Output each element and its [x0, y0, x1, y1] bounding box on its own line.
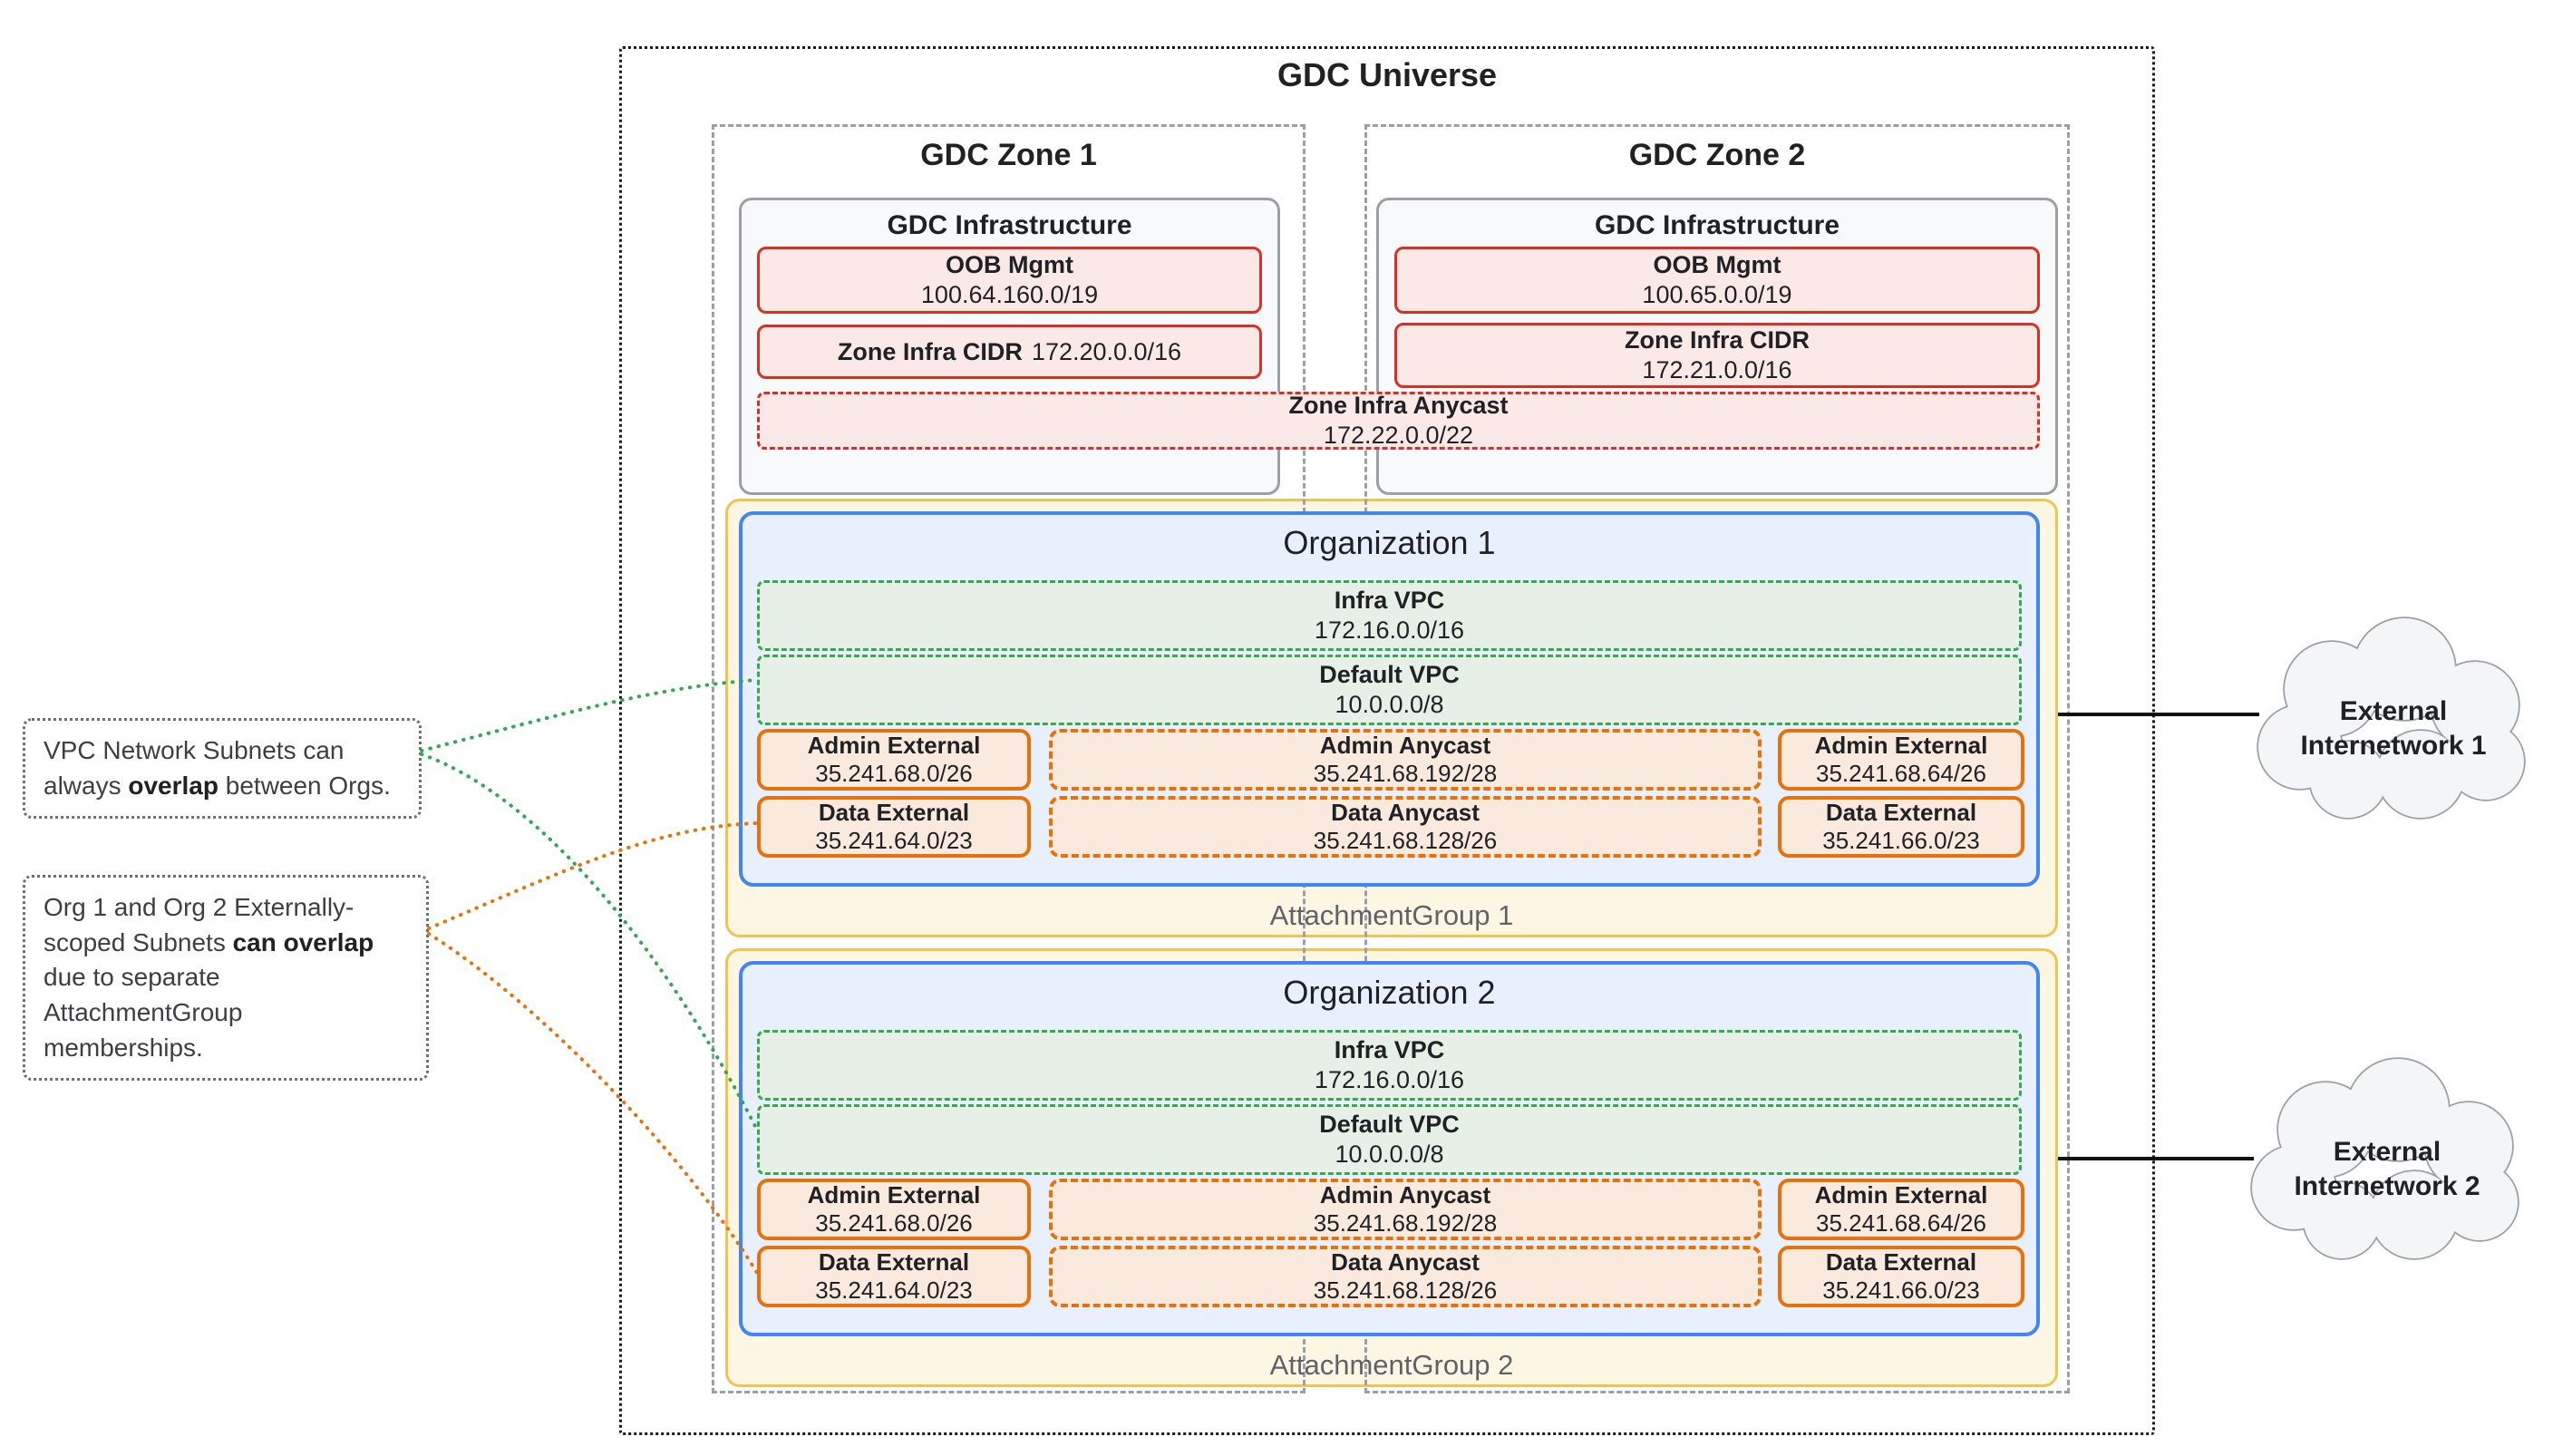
org-2-data-anycast-box: Data Anycast 35.241.68.128/26	[1049, 1246, 1762, 1307]
zone-2-oob-cidr: 100.65.0.0/19	[1642, 281, 1792, 308]
subnet-cidr: 35.241.68.64/26	[1816, 760, 1986, 787]
subnet-label: Data External	[1825, 1247, 1977, 1276]
annotation-text: Org 1 and Org 2 Externally-scoped Subnet…	[44, 893, 354, 956]
external-internetwork-1-cloud: External Internetwork 1	[2257, 616, 2526, 820]
org-2-admin-anycast-box: Admin Anycast 35.241.68.192/28	[1049, 1179, 1762, 1240]
zone-2-infra-cidr-value: 172.21.0.0/16	[1642, 356, 1792, 383]
subnet-label: Data External	[1825, 798, 1977, 826]
subnet-label: Data External	[818, 1247, 970, 1276]
subnet-label: Data External	[818, 798, 970, 826]
org-2-infra-vpc-box: Infra VPC 172.16.0.0/16	[757, 1030, 2022, 1101]
zone-1-infra-cidr-label: Zone Infra CIDR	[837, 337, 1023, 365]
org-2-infra-vpc-cidr: 172.16.0.0/16	[1314, 1066, 1465, 1093]
org-2-admin-external-left-box: Admin External 35.241.68.0/26	[757, 1179, 1031, 1240]
subnet-cidr: 35.241.68.128/26	[1313, 827, 1498, 854]
org-1-admin-anycast-box: Admin Anycast 35.241.68.192/28	[1049, 729, 1762, 791]
attachment-group-2-label: AttachmentGroup 2	[1269, 1349, 1514, 1381]
org-2-default-vpc-cidr: 10.0.0.0/8	[1335, 1141, 1444, 1168]
subnet-cidr: 35.241.68.64/26	[1816, 1209, 1986, 1237]
zone-2-oob-label: OOB Mgmt	[1653, 251, 1781, 279]
organization-2-title: Organization 2	[1283, 974, 1496, 1011]
subnet-cidr: 35.241.64.0/23	[815, 1276, 973, 1304]
zone-1-oob-label: OOB Mgmt	[946, 251, 1073, 279]
annotation-bold-text: can overlap	[232, 927, 374, 956]
subnet-label: Admin External	[1814, 1180, 1988, 1208]
subnet-label: Admin External	[807, 731, 981, 759]
annotation-text: between Orgs.	[218, 771, 391, 800]
org-2-data-external-left-box: Data External 35.241.64.0/23	[757, 1246, 1031, 1307]
org-1-infra-vpc-cidr: 172.16.0.0/16	[1314, 616, 1465, 644]
cloud-1-line-1: External	[2340, 696, 2447, 726]
subnet-cidr: 35.241.68.0/26	[815, 760, 973, 787]
org-2-infra-vpc-label: Infra VPC	[1334, 1036, 1445, 1064]
zone-2-infra-cidr-label: Zone Infra CIDR	[1624, 326, 1810, 354]
organization-1-title: Organization 1	[1283, 524, 1496, 561]
cloud-2-line-1: External	[2334, 1137, 2441, 1167]
zone-2-title: GDC Zone 2	[1628, 138, 1806, 172]
subnet-cidr: 35.241.66.0/23	[1822, 827, 1980, 854]
subnet-cidr: 35.241.68.192/28	[1313, 1209, 1498, 1237]
zone-1-infra-cidr-value: 172.20.0.0/16	[1031, 337, 1182, 365]
zone-2-oob-mgmt-box: OOB Mgmt 100.65.0.0/19	[1394, 247, 2040, 314]
subnet-cidr: 35.241.66.0/23	[1822, 1276, 1980, 1304]
cloud-2-line-2: Internetwork 2	[2294, 1171, 2480, 1201]
subnet-label: Data Anycast	[1331, 798, 1480, 826]
subnet-cidr: 35.241.68.0/26	[815, 1209, 973, 1237]
zone-1-oob-cidr: 100.64.160.0/19	[920, 281, 1099, 308]
subnet-label: Admin External	[807, 1180, 981, 1208]
org-2-data-external-right-box: Data External 35.241.66.0/23	[1778, 1246, 2024, 1307]
annotation-text: due to separate AttachmentGroup membersh…	[44, 963, 243, 1062]
org-1-data-external-right-box: Data External 35.241.66.0/23	[1778, 796, 2024, 858]
zone-infra-anycast-box: Zone Infra Anycast 172.22.0.0/22	[757, 392, 2040, 450]
org-1-data-anycast-box: Data Anycast 35.241.68.128/26	[1049, 796, 1762, 858]
attachment-group-1-label: AttachmentGroup 1	[1269, 899, 1514, 931]
zone-1-oob-mgmt-box: OOB Mgmt 100.64.160.0/19	[757, 247, 1262, 314]
zone-1-infra-cidr-box: Zone Infra CIDR 172.20.0.0/16	[757, 325, 1262, 379]
annotation-external-overlap: Org 1 and Org 2 Externally-scoped Subnet…	[23, 875, 429, 1082]
subnet-cidr: 35.241.68.192/28	[1313, 760, 1498, 787]
org-2-admin-external-right-box: Admin External 35.241.68.64/26	[1778, 1179, 2024, 1240]
zone-1-infrastructure-title: GDC Infrastructure	[887, 210, 1132, 240]
annotation-bold-text: overlap	[128, 771, 218, 800]
external-internetwork-2-cloud: External Internetwork 2	[2250, 1057, 2519, 1260]
org-1-infra-vpc-box: Infra VPC 172.16.0.0/16	[757, 580, 2022, 651]
subnet-label: Data Anycast	[1331, 1247, 1480, 1276]
org-1-infra-vpc-label: Infra VPC	[1334, 587, 1445, 615]
org-2-default-vpc-box: Default VPC 10.0.0.0/8	[757, 1104, 2022, 1175]
zone-2-infrastructure-title: GDC Infrastructure	[1594, 210, 1840, 240]
subnet-label: Admin External	[1814, 731, 1988, 759]
org-1-default-vpc-label: Default VPC	[1319, 661, 1460, 689]
subnet-cidr: 35.241.64.0/23	[815, 827, 973, 854]
subnet-cidr: 35.241.68.128/26	[1313, 1276, 1498, 1304]
zone-infra-anycast-label: Zone Infra Anycast	[1288, 392, 1509, 420]
org-1-default-vpc-box: Default VPC 10.0.0.0/8	[757, 655, 2022, 725]
org-1-admin-external-left-box: Admin External 35.241.68.0/26	[757, 729, 1031, 791]
zone-1-title: GDC Zone 1	[920, 138, 1097, 172]
subnet-label: Admin Anycast	[1319, 1180, 1491, 1208]
annotation-text: VPC Network Subnets can always	[44, 736, 345, 800]
annotation-vpc-overlap: VPC Network Subnets can always overlap b…	[23, 718, 422, 820]
zone-infra-anycast-cidr: 172.22.0.0/22	[1323, 422, 1474, 449]
cloud-1-line-2: Internetwork 1	[2300, 731, 2486, 761]
org-1-admin-external-right-box: Admin External 35.241.68.64/26	[1778, 729, 2024, 791]
zone-2-infra-cidr-box: Zone Infra CIDR 172.21.0.0/16	[1394, 323, 2040, 388]
org-1-default-vpc-cidr: 10.0.0.0/8	[1335, 691, 1444, 718]
org-1-data-external-left-box: Data External 35.241.64.0/23	[757, 796, 1031, 858]
universe-title: GDC Universe	[1276, 56, 1498, 93]
org-2-default-vpc-label: Default VPC	[1319, 1111, 1460, 1139]
subnet-label: Admin Anycast	[1319, 731, 1491, 759]
